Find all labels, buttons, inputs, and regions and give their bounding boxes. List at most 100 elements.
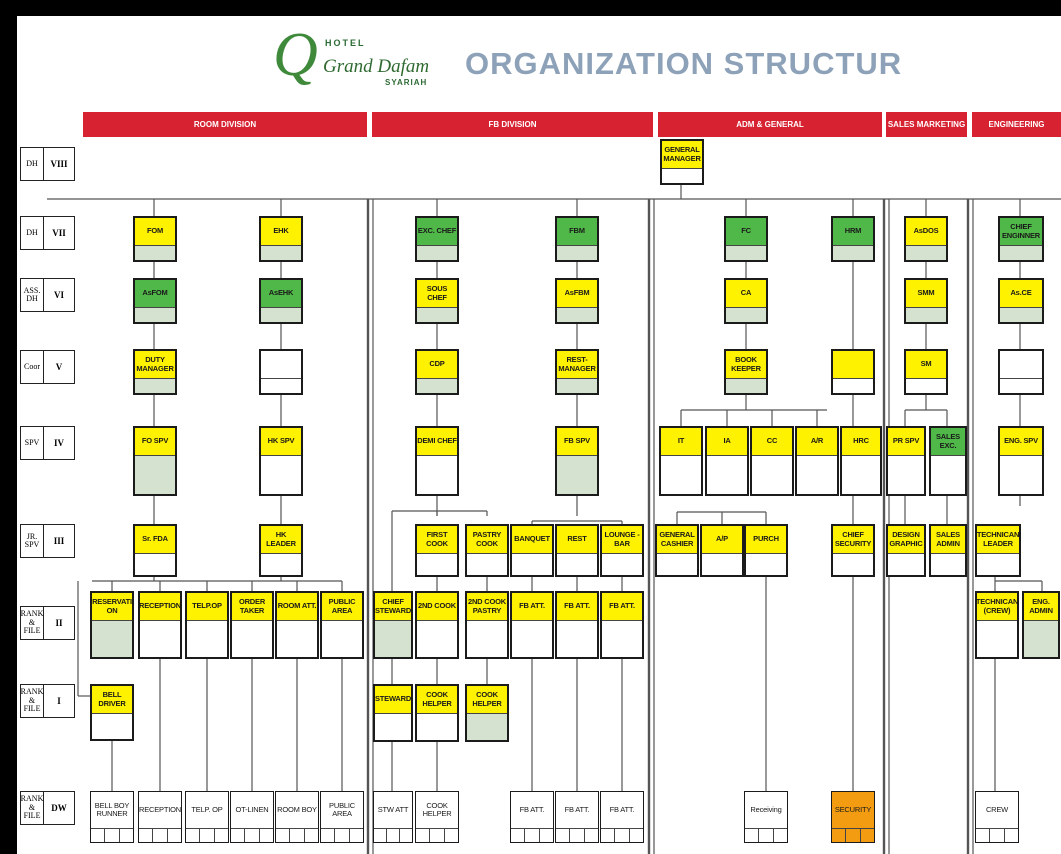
position-asfom: AsFOM [133, 278, 177, 324]
position-fo-spv: FO SPV [133, 426, 177, 496]
position-vacant-room [259, 349, 303, 395]
position-rest: REST [555, 524, 599, 577]
position-asehk: AsEHK [259, 278, 303, 324]
position-vacant-eng [998, 349, 1044, 395]
hotel-logo: Q HOTEL Grand Dafam SYARIAH [273, 24, 463, 94]
position-pastry-cook: PASTRY COOK [465, 524, 509, 577]
position-fb-att-banquet: FB ATT. [510, 591, 554, 659]
position-sous-chef: SOUS CHEF [415, 278, 459, 324]
position-sales-admin: SALES ADMIN [929, 524, 967, 577]
position-chief-security: CHIEF SECURITY [831, 524, 875, 577]
position-2nd-cook: 2ND COOK [415, 591, 459, 659]
position-hrc: HRC [840, 426, 882, 496]
position-public-area: PUBLIC AREA [320, 591, 364, 659]
position-duty-manager: DUTY MANAGER [133, 349, 177, 395]
position-purch: PURCH [744, 524, 788, 577]
position-bell-driver: BELL DRIVER [90, 684, 134, 741]
position-general-manager: GENERAL MANAGER [660, 139, 704, 185]
position-2nd-cook-pastry: 2ND COOK PASTRY [465, 591, 509, 659]
position-chief-engineer: CHIEF ENGINNER [998, 216, 1044, 262]
position-fb-att-bar: FB ATT. [600, 591, 644, 659]
position-eng-spv: ENG. SPV [998, 426, 1044, 496]
position-dw-bellboy-runner: BELL BOY RUNNER [90, 791, 134, 843]
position-fc: FC [724, 216, 768, 262]
position-first-cook: FIRST COOK [415, 524, 459, 577]
position-cook-helper-1: COOK HELPER [415, 684, 459, 742]
position-dw-fb-att-2: FB ATT. [555, 791, 599, 843]
position-dw-fb-att-3: FB ATT. [600, 791, 644, 843]
logo-hotel-text: HOTEL [325, 38, 366, 48]
position-dw-fb-att-1: FB ATT. [510, 791, 554, 843]
division-adm: ADM & GENERAL [658, 112, 882, 137]
position-cc: CC [750, 426, 794, 496]
position-hk-leader: HK LEADER [259, 524, 303, 577]
position-asce: As.CE [998, 278, 1044, 324]
position-asdos: AsDOS [904, 216, 948, 262]
position-general-cashier: GENERAL CASHIER [655, 524, 699, 577]
position-banquet: BANQUET [510, 524, 554, 577]
position-technician-crew: TECHNICAN (CREW) [975, 591, 1019, 659]
division-eng: ENGINEERING [972, 112, 1061, 137]
division-sales: SALES MARKETING [886, 112, 967, 137]
position-demi-chef: DEMI CHEF [415, 426, 459, 496]
position-order-taker: ORDER TAKER [230, 591, 274, 659]
position-dw-public-area: PUBLIC AREA [320, 791, 364, 843]
position-fom: FOM [133, 216, 177, 262]
position-vacant-hr [831, 349, 875, 395]
position-hk-spv: HK SPV [259, 426, 303, 496]
position-dw-crew: CREW [975, 791, 1019, 843]
position-fbm: FBM [555, 216, 599, 262]
position-design-graphic: DESIGN GRAPHIC [886, 524, 926, 577]
logo-q-mark: Q [273, 21, 318, 89]
position-it: IT [659, 426, 703, 496]
position-exc-chef: EXC. CHEF [415, 216, 459, 262]
logo-syariah-text: SYARIAH [385, 78, 428, 87]
position-dw-telp-op: TELP. OP [185, 791, 229, 843]
position-fb-att-rest: FB ATT. [555, 591, 599, 659]
position-hrm: HRM [831, 216, 875, 262]
position-dw-cook-helper: COOK HELPER [415, 791, 459, 843]
position-lounge-bar: LOUNGE - BAR [600, 524, 644, 577]
position-dw-room-boy: ROOM BOY [275, 791, 319, 843]
division-room: ROOM DIVISION [83, 112, 367, 137]
position-dw-receiving: Receiving [744, 791, 788, 843]
position-pr-spv: PR SPV [886, 426, 926, 496]
position-book-keeper: BOOK KEEPER [724, 349, 768, 395]
position-cook-helper-2: COOK HELPER [465, 684, 509, 742]
position-ar: A/R [795, 426, 839, 496]
position-sm: SM [904, 349, 948, 395]
position-reservation: RESERVATI ON [90, 591, 134, 659]
position-dw-ot-linen: OT-LINEN [230, 791, 274, 843]
position-fb-spv: FB SPV [555, 426, 599, 496]
position-chief-steward: CHIEF STEWARD [373, 591, 413, 659]
division-fb: FB DIVISION [372, 112, 653, 137]
logo-script-text: Grand Dafam [323, 56, 430, 77]
position-ia: IA [705, 426, 749, 496]
position-smm: SMM [904, 278, 948, 324]
position-sales-exc: SALES EXC. [929, 426, 967, 496]
position-cdp: CDP [415, 349, 459, 395]
position-ap: A/P [700, 524, 744, 577]
position-asfbm: AsFBM [555, 278, 599, 324]
position-rest-manager: REST- MANAGER [555, 349, 599, 395]
position-eng-admin: ENG. ADMIN [1022, 591, 1060, 659]
position-dw-security: SECURITY [831, 791, 875, 843]
org-chart-sheet: Q HOTEL Grand Dafam SYARIAH ORGANIZATION… [17, 16, 1061, 854]
position-ca: CA [724, 278, 768, 324]
position-steward: STEWARD [373, 684, 413, 742]
position-room-att: ROOM ATT. [275, 591, 319, 659]
page-title: ORGANIZATION STRUCTUR [465, 46, 903, 81]
connector-lines [47, 184, 1061, 854]
position-sr-fda: Sr. FDA [133, 524, 177, 577]
position-ehk: EHK [259, 216, 303, 262]
position-technician-leader: TECHNICAN LEADER [975, 524, 1021, 577]
